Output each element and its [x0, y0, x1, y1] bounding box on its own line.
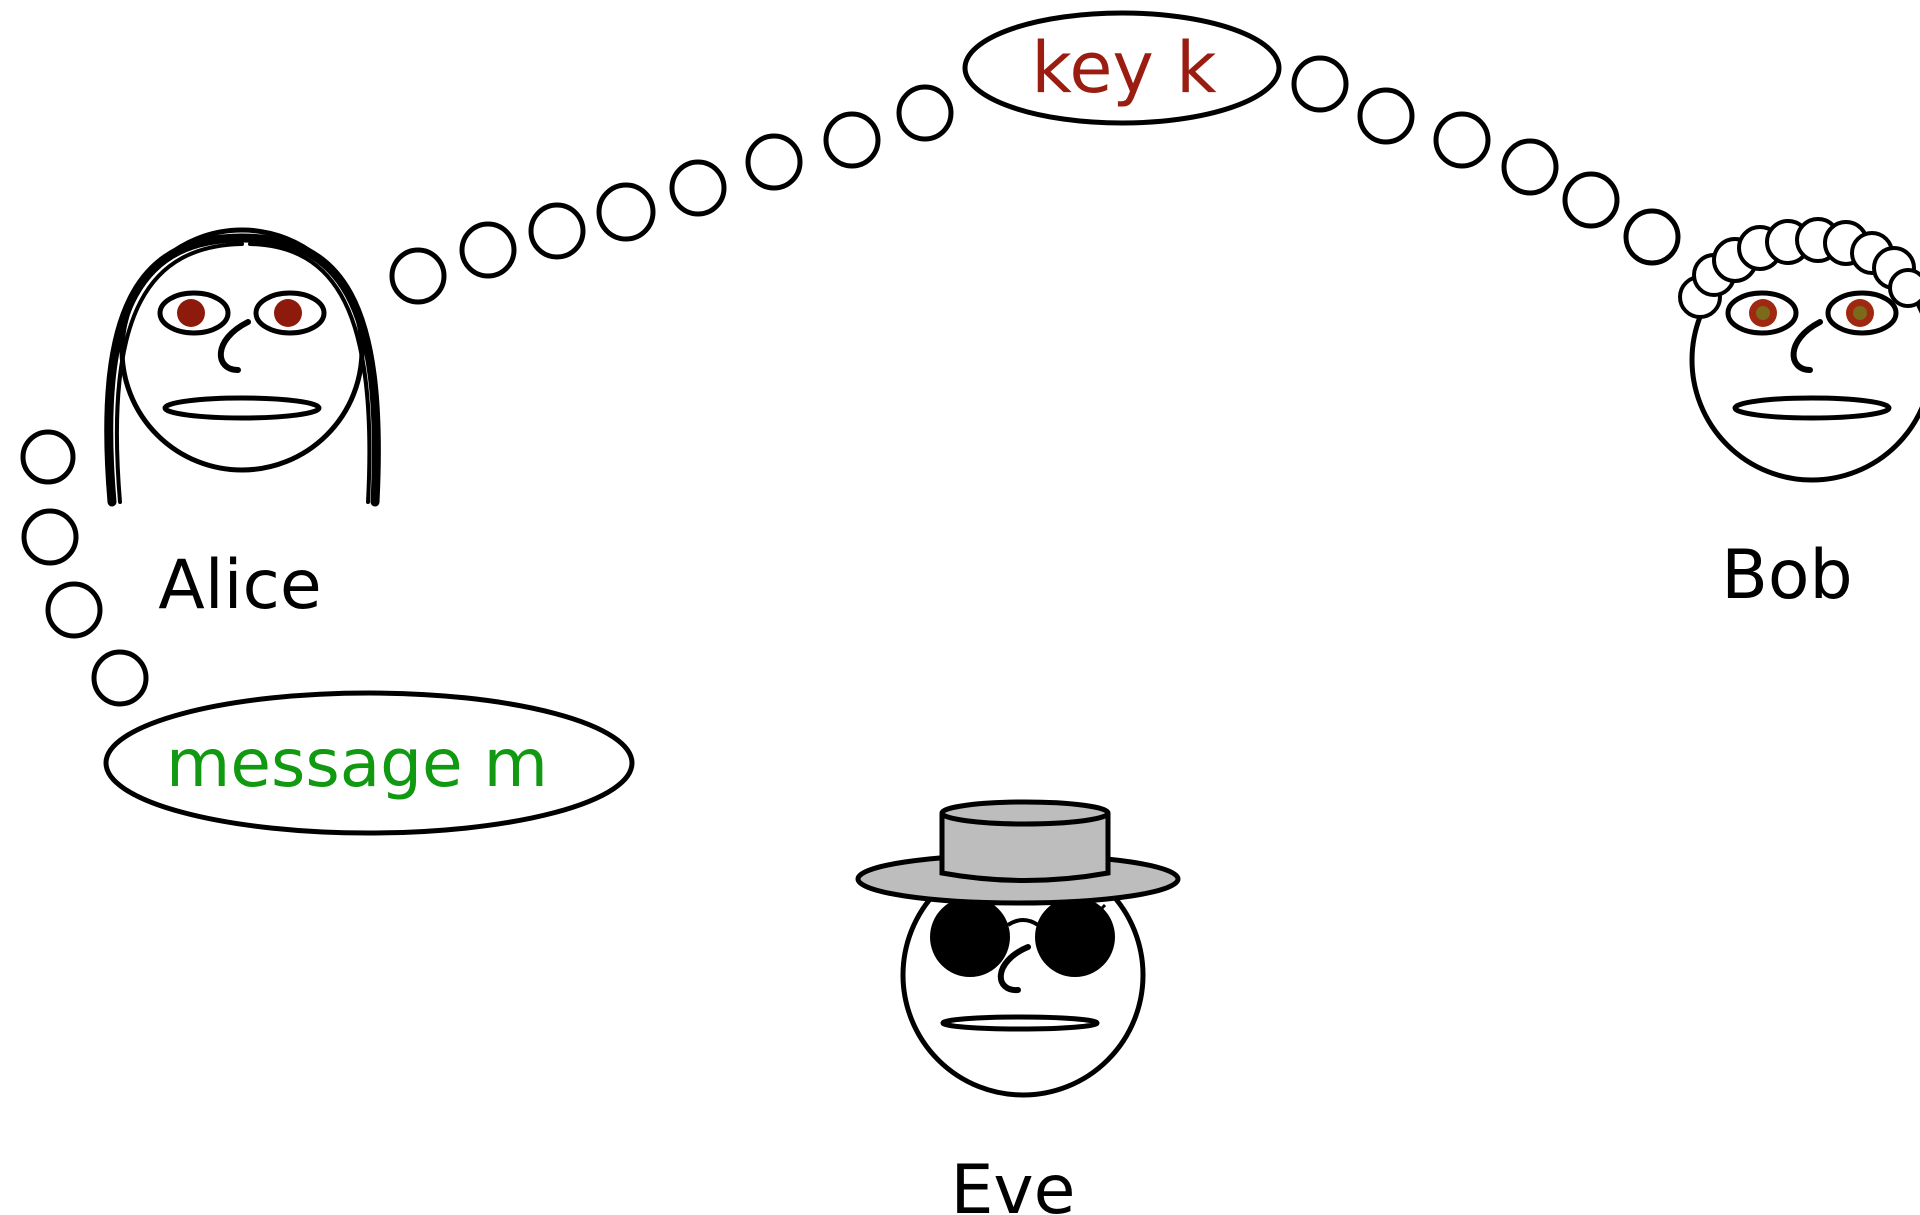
thought-circle [745, 133, 803, 191]
thought-circle [21, 508, 79, 566]
thought-circle [1291, 55, 1349, 113]
eve-nose [997, 944, 1031, 994]
alice-figure: Alice [104, 227, 381, 625]
eve-mouth [940, 1014, 1100, 1032]
alice-nose [217, 319, 251, 373]
bob-eyes [1725, 290, 1899, 336]
thought-circle [528, 202, 586, 260]
thought-circle [1562, 171, 1620, 229]
bob-nose [1790, 319, 1823, 373]
thought-circle [45, 581, 103, 639]
thought-circle [596, 182, 656, 242]
alice-eyes [157, 290, 327, 336]
bob-label: Bob [1721, 536, 1852, 615]
eve-sunglasses [930, 897, 1115, 977]
key-thought-bubble: key k [962, 10, 1282, 126]
eve-hat [855, 799, 1181, 906]
thought-chain-to-key [389, 84, 954, 305]
thought-chain-from-bob [1291, 55, 1681, 266]
alice-hair [104, 233, 381, 507]
thought-circle [823, 111, 881, 169]
alice-mouth [162, 395, 322, 421]
bob-curly-hair [1678, 217, 1920, 319]
thought-circle [1623, 208, 1681, 266]
thought-circle [669, 159, 727, 217]
thought-circle [20, 429, 76, 485]
alice-label: Alice [158, 546, 322, 625]
eve-figure: Eve [855, 799, 1181, 1215]
thought-circle [1357, 87, 1415, 145]
message-thought-bubble: message m [103, 690, 635, 836]
hair-curl [1888, 268, 1920, 308]
thought-circle [1501, 138, 1559, 196]
bob-mouth [1732, 395, 1892, 421]
bob-figure: Bob [1678, 217, 1920, 615]
thought-circle [91, 649, 149, 707]
thought-chain-to-message [20, 429, 149, 707]
key-thought-text: key k [1031, 27, 1217, 109]
thought-circle [1433, 111, 1491, 169]
thought-circle [896, 84, 954, 142]
thought-circle [389, 247, 447, 305]
message-thought-text: message m [166, 725, 548, 802]
thought-circle [459, 221, 517, 279]
eve-label: Eve [950, 1151, 1075, 1215]
